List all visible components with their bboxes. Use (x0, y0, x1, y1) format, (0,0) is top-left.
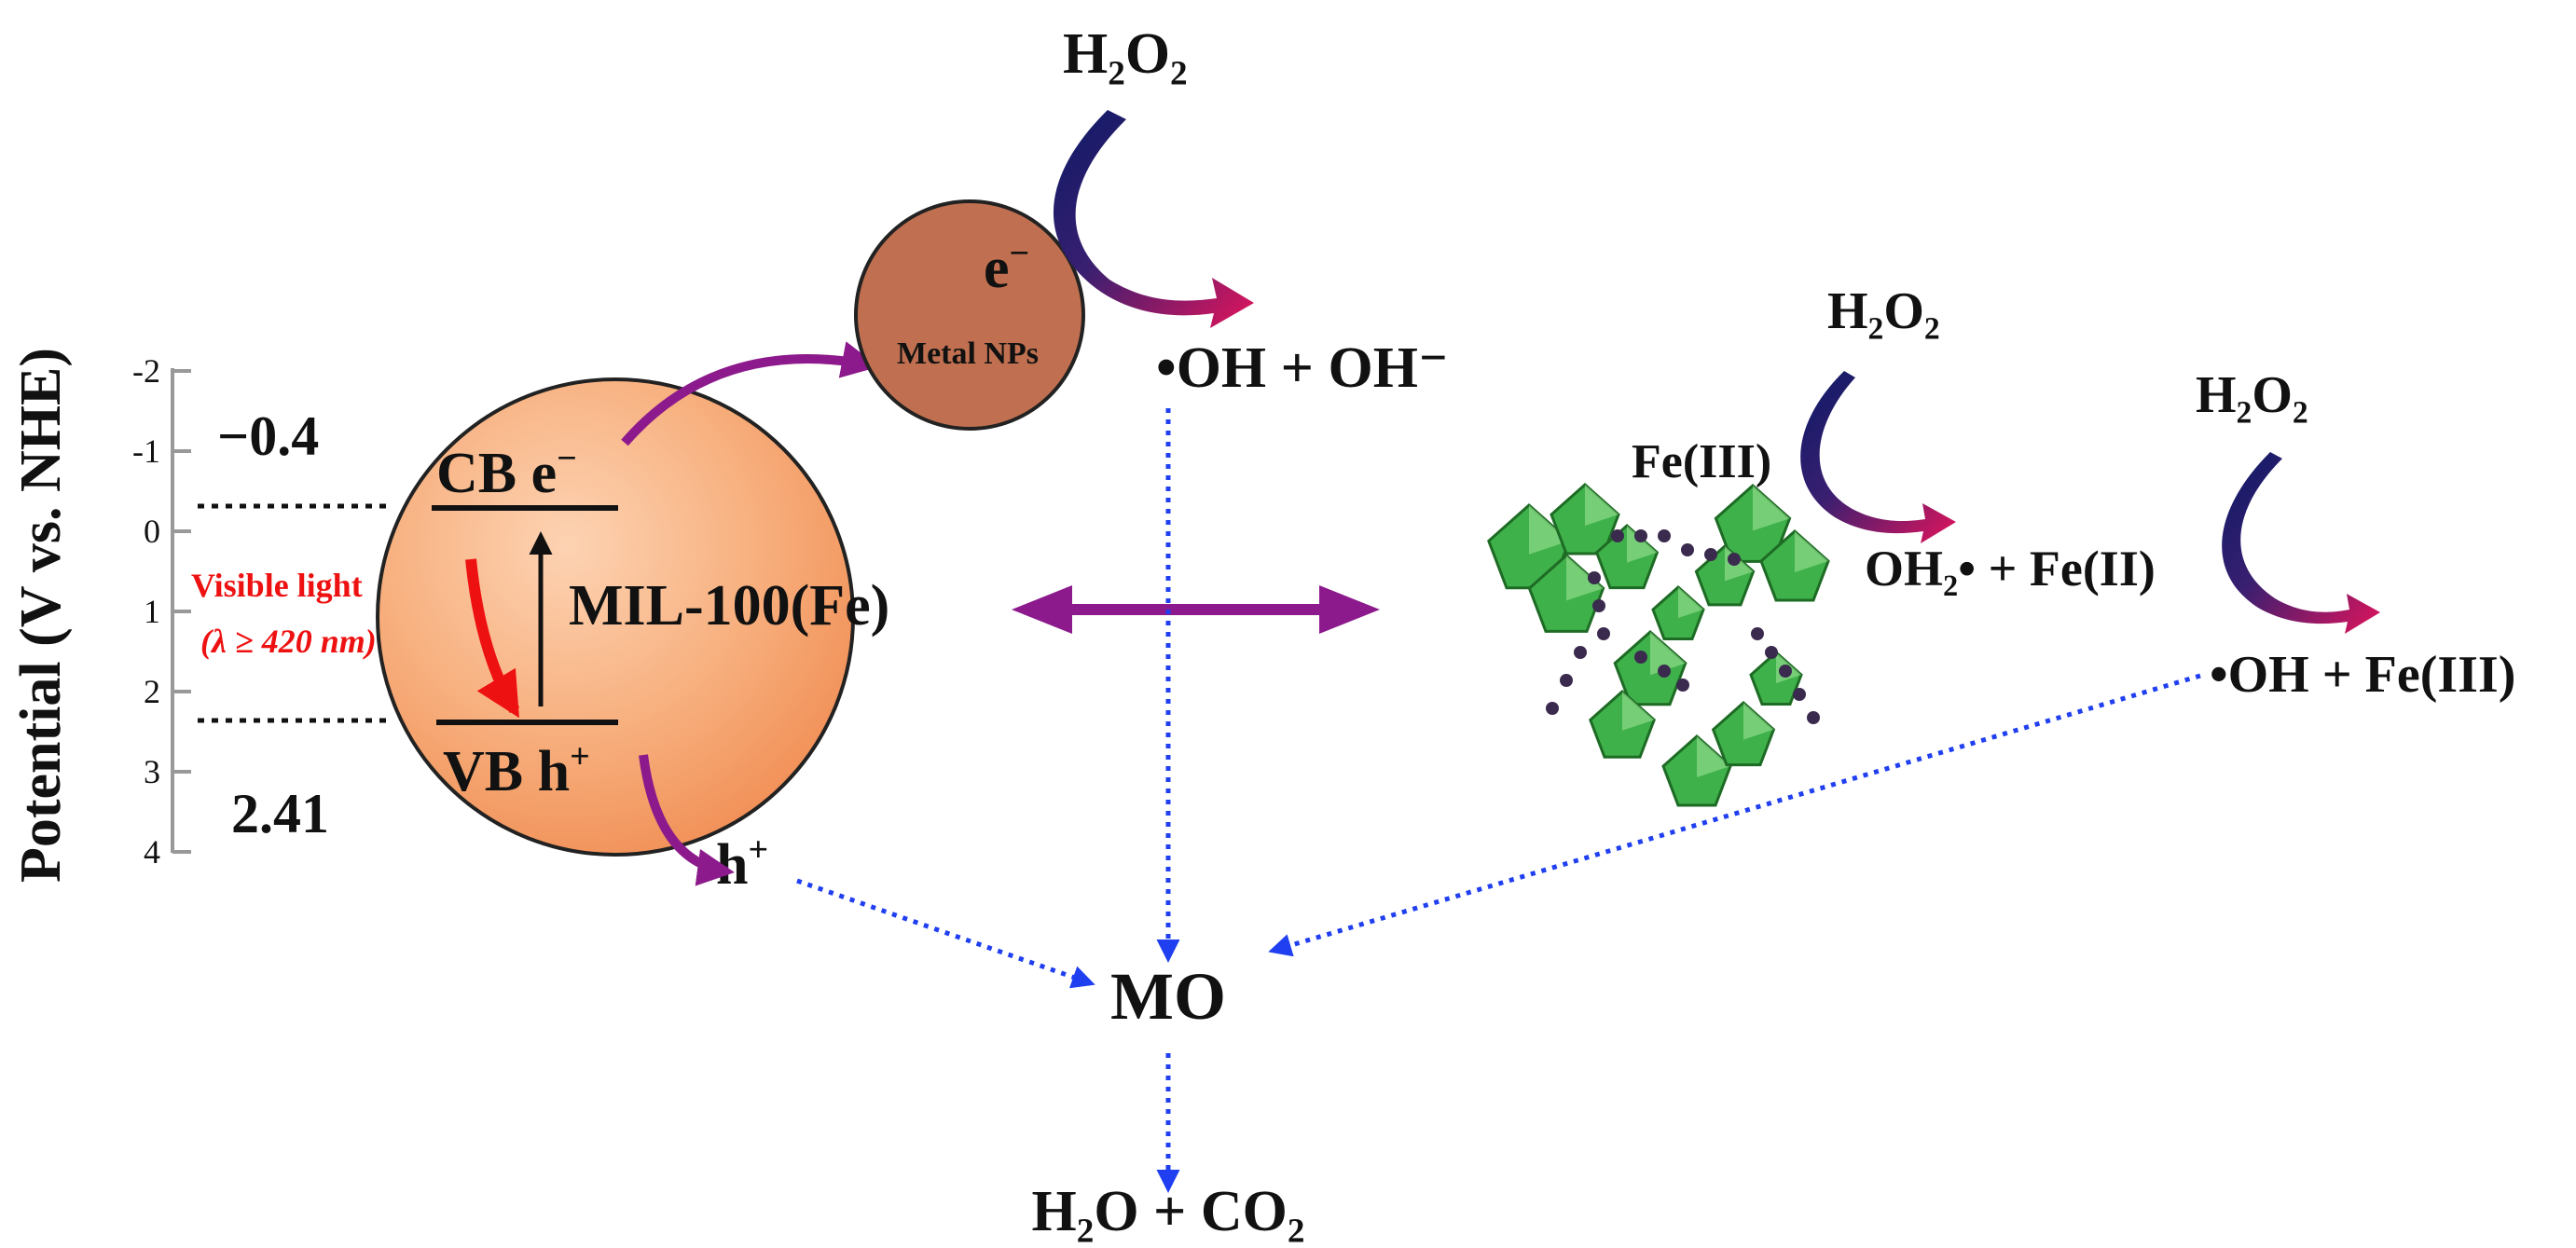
h2o2-top-curve-arrow (1053, 110, 1254, 328)
hole-label: h+ (716, 830, 768, 897)
metal-np-electron: e− (984, 234, 1029, 300)
h2o2-mid-curve-arrow (1800, 371, 1956, 543)
mof-crystal-structure-illustration (1487, 482, 1830, 807)
octahedron-highlight (1650, 632, 1686, 676)
octahedron-highlight (1566, 555, 1604, 601)
linker-atom (1574, 646, 1587, 659)
h2o2-mid-label: H₂O₂ (1827, 282, 1940, 340)
axis-ticks: -2 -1 0 1 2 3 4 (132, 352, 191, 871)
linker-atom (1676, 679, 1689, 692)
linker-atom (1681, 543, 1694, 556)
oh-fe3-label: •OH + Fe(III) (2210, 646, 2515, 704)
mil-100-fe-particle: CB e− VB h+ MIL-100(Fe) Visible light (λ… (191, 377, 889, 897)
fe3-label: Fe(III) (1632, 435, 1771, 488)
axis-tick-label: 4 (144, 833, 160, 871)
semiconductor-name: MIL-100(Fe) (569, 574, 889, 638)
visible-light-arrow (465, 558, 520, 719)
linker-atom (1634, 651, 1647, 664)
h2o2-top-label: H₂O₂ (1063, 22, 1188, 86)
axis-tick-label: -2 (132, 352, 160, 390)
metal-np-label: Metal NPs (897, 336, 1039, 371)
potential-axis: Potential (V vs. NHE) -2 -1 0 1 2 3 4 −0.4 2.4… (9, 348, 392, 883)
axis-title: Potential (V vs. NHE) (9, 348, 73, 883)
octahedron-highlight (1697, 736, 1730, 777)
hole-to-mo-arrow (796, 878, 1095, 989)
h2o2-reduction: H₂O₂ •OH + OH⁻ (1053, 22, 1449, 400)
final-products-label: H₂O + CO₂ (1032, 1180, 1305, 1243)
metal-np-sphere (854, 199, 1085, 431)
linker-atom (1634, 529, 1647, 542)
axis-tick-label: 1 (144, 593, 160, 630)
cb-potential-value: −0.4 (217, 405, 319, 467)
electron-transfer-arrow (621, 341, 879, 446)
linker-atom (1588, 571, 1601, 584)
mo-label: MO (1110, 959, 1226, 1034)
vb-label: VB h+ (443, 737, 590, 803)
axis-tick-label: 3 (144, 753, 160, 790)
h2o2-right-curve-arrow (2222, 452, 2380, 634)
double-headed-arrow (1012, 585, 1380, 634)
linker-atom (1597, 627, 1610, 640)
linker-atom (1658, 665, 1671, 678)
fenton-cycle: H₂O₂ Fe(III) OH₂• + Fe(II) H₂O₂ •OH + Fe… (1632, 282, 2515, 704)
linker-atom (1765, 646, 1778, 659)
octahedron-highlight (1743, 703, 1774, 740)
visible-light-label: Visible light (191, 567, 363, 604)
linker-atom (1728, 553, 1741, 566)
degradation-pathways: MO H₂O + CO₂ (796, 408, 2201, 1243)
axis-tick-label: 0 (144, 513, 160, 550)
linker-atom (1560, 674, 1573, 687)
octahedron-highlight (1529, 505, 1570, 555)
metal-np-particle: e− Metal NPs (621, 199, 1085, 446)
octahedron-highlight (1622, 692, 1655, 731)
linker-atom (1807, 711, 1820, 724)
linker-atom (1704, 548, 1717, 561)
linker-atom (1546, 702, 1559, 715)
octahedron-highlight (1585, 485, 1619, 526)
oh-products-label: •OH + OH⁻ (1156, 336, 1449, 400)
hole-transfer-arrow (639, 754, 735, 886)
oh2-fe2-label: OH₂• + Fe(II) (1865, 541, 2156, 597)
octahedron-highlight (1795, 531, 1828, 572)
linker-atom (1611, 529, 1624, 542)
axis-tick-label: -1 (132, 432, 160, 470)
octahedron-highlight (1753, 486, 1790, 531)
vb-potential-value: 2.41 (231, 783, 329, 844)
linker-atom (1592, 599, 1605, 612)
fenton-oh-to-mo-arrow (1268, 673, 2201, 957)
semiconductor-sphere (376, 377, 855, 857)
linker-atom (1751, 627, 1764, 640)
axis-tick-label: 2 (144, 673, 160, 710)
cb-label: CB e− (436, 439, 577, 505)
wavelength-label: (λ ≥ 420 nm) (200, 623, 377, 660)
linker-atom (1793, 688, 1806, 701)
linker-atom (1658, 529, 1671, 542)
linker-atom (1779, 665, 1792, 678)
octahedron-highlight (1678, 587, 1703, 618)
h2o2-right-label: H₂O₂ (2196, 366, 2308, 424)
